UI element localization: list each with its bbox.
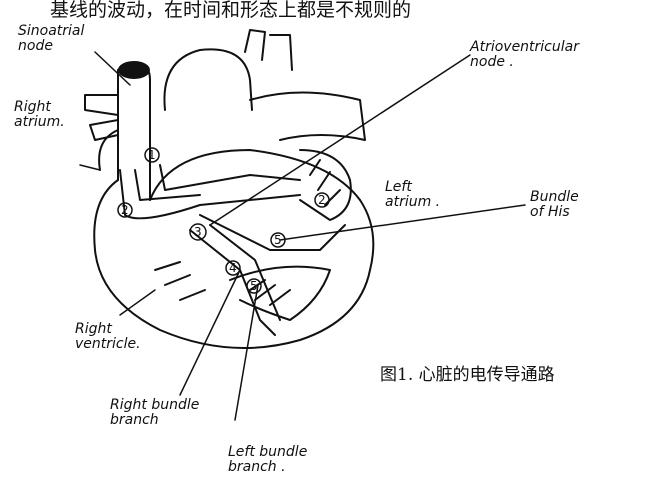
top-caption: 基线的波动，在时间和形态上都是不规则的 (50, 0, 412, 21)
markers (117, 147, 330, 294)
label-left-bundle-branch: Left bundle branch . (228, 444, 308, 475)
figure-caption: 图1. 心脏的电传导通路 (380, 365, 555, 385)
marker-4: 4 (229, 261, 237, 275)
label-left-atrium: Left atrium . (385, 179, 441, 210)
label-atrioventricular-node: Atrioventricular node . (470, 39, 579, 70)
label-right-ventricle: Right ventricle. (75, 321, 141, 352)
marker-2-right: 2 (121, 203, 129, 217)
marker-3: 3 (194, 225, 202, 239)
label-bundle-of-his: Bundle of His (530, 189, 579, 220)
label-sinoatrial-node: Sinoatrial node (18, 23, 85, 54)
label-right-bundle-branch: Right bundle branch (110, 397, 200, 428)
marker-1: 1 (148, 148, 156, 162)
marker-2-left: 2 (318, 193, 326, 207)
marker-5: 5 (250, 279, 258, 293)
marker-5-his: 5 (274, 233, 282, 247)
label-right-atrium: Right atrium. (14, 99, 65, 130)
